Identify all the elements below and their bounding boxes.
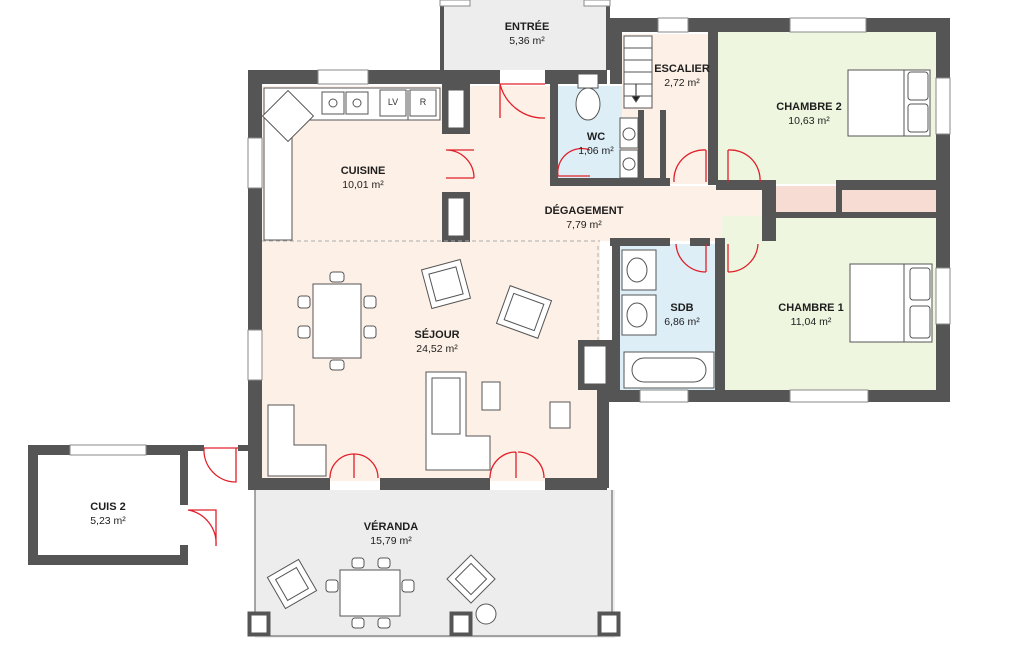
- sejour-furniture: [267, 258, 571, 477]
- room-name: CHAMBRE 2: [776, 101, 842, 113]
- room-chambre2: CHAMBRE 2 10,63 m²: [776, 100, 841, 128]
- room-sejour: SÉJOUR 24,52 m²: [414, 328, 459, 356]
- fridge-label: R: [419, 97, 427, 107]
- stairs: [623, 35, 653, 109]
- veranda-structure: [247, 490, 621, 637]
- windows: [69, 0, 951, 456]
- room-area: 11,04 m²: [790, 316, 832, 328]
- room-name: WC: [586, 131, 606, 143]
- room-name: SDB: [670, 302, 694, 314]
- beds: [847, 69, 933, 343]
- room-degagement: DÉGAGEMENT 7,79 m²: [545, 204, 624, 232]
- room-area: 5,23 m²: [90, 515, 126, 527]
- washer-label: LV: [387, 97, 399, 107]
- room-area: 6,86 m²: [664, 316, 700, 328]
- room-name: CUISINE: [340, 165, 386, 177]
- room-area: 5,36 m²: [509, 35, 545, 47]
- bath-fixtures: [575, 73, 715, 389]
- room-area: 10,63 m²: [788, 115, 830, 127]
- room-cuisine: CUISINE 10,01 m²: [341, 164, 386, 192]
- room-area: 7,79 m²: [566, 219, 602, 231]
- room-name: DÉGAGEMENT: [544, 205, 624, 217]
- cuis2-floor: [35, 455, 185, 558]
- kitchen-furniture: [261, 87, 441, 241]
- room-sdb: SDB 6,86 m²: [664, 301, 700, 329]
- room-chambre1: CHAMBRE 1 11,04 m²: [778, 301, 843, 329]
- pillar-inners: [447, 89, 607, 385]
- room-escalier: ESCALIER 2,72 m²: [654, 62, 710, 90]
- room-area: 1,06 m²: [578, 145, 614, 157]
- room-name: CUIS 2: [90, 501, 126, 513]
- room-veranda: VÉRANDA 15,79 m²: [364, 520, 418, 548]
- entree-floor: [442, 0, 610, 70]
- doors: [187, 83, 761, 547]
- room-name: SÉJOUR: [414, 329, 460, 341]
- room-entree: ENTRÉE 5,36 m²: [505, 20, 550, 48]
- room-area: 15,79 m²: [370, 535, 412, 547]
- room-name: CHAMBRE 1: [778, 302, 844, 314]
- room-area: 24,52 m²: [416, 343, 458, 355]
- room-wc: WC 1,06 m²: [578, 130, 614, 158]
- passage-floor: [776, 186, 936, 216]
- room-cuis2: CUIS 2 5,23 m²: [90, 500, 126, 528]
- room-area: 10,01 m²: [342, 179, 384, 191]
- room-name: ESCALIER: [654, 63, 710, 75]
- veranda-floor: [255, 490, 615, 638]
- room-name: VÉRANDA: [363, 521, 419, 533]
- room-name: ENTRÉE: [504, 21, 550, 33]
- dashed-lines: [262, 240, 600, 340]
- room-area: 2,72 m²: [664, 77, 700, 89]
